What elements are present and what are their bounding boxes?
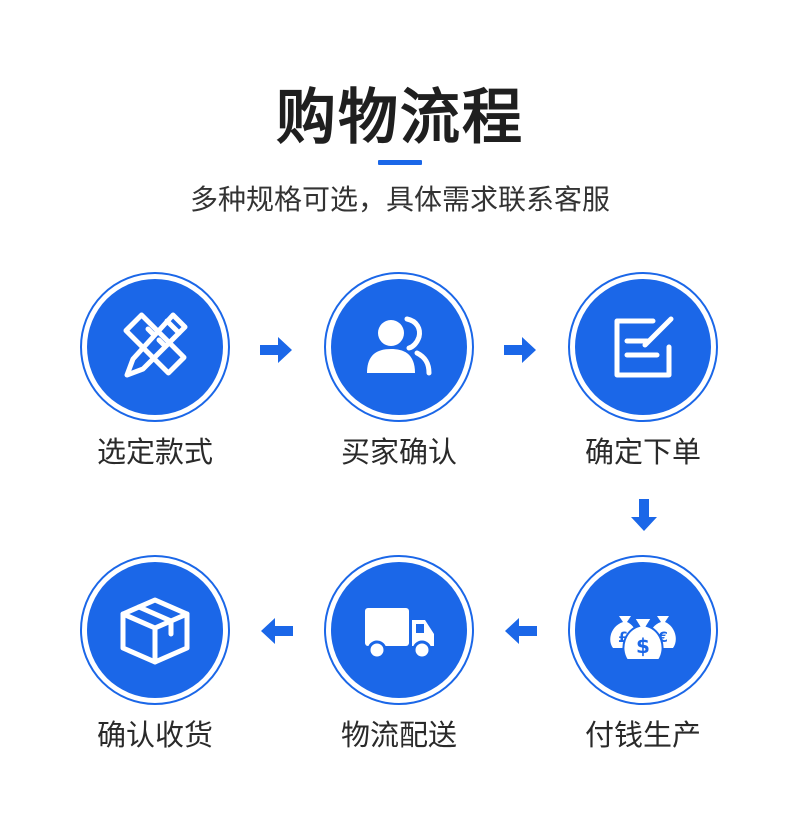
title-underline: [378, 160, 422, 165]
step-circle: [324, 555, 474, 705]
svg-text:£: £: [618, 630, 628, 646]
money-bags-icon: £ € $: [610, 616, 676, 661]
step-circle: £ € $: [568, 555, 718, 705]
step-label: 物流配送: [340, 718, 457, 752]
arrow-down-icon: [631, 499, 657, 531]
step-circle: [324, 272, 474, 422]
package-box-icon: [120, 597, 190, 665]
step-select-style: 选定款式: [35, 272, 275, 502]
edit-note-icon: [614, 316, 674, 378]
step-pay-produce: £ € $ 付钱生产: [523, 555, 763, 785]
page-subtitle: 多种规格可选，具体需求联系客服: [189, 183, 610, 216]
pencil-ruler-icon: [123, 312, 188, 378]
arrow-right-icon: [260, 337, 292, 363]
step-confirm-receipt: 确认收货: [35, 555, 275, 785]
svg-text:€: €: [657, 630, 668, 646]
svg-text:$: $: [636, 634, 650, 658]
step-label: 买家确认: [340, 435, 457, 469]
users-icon: [367, 316, 432, 376]
step-buyer-confirm: 买家确认: [279, 272, 519, 502]
step-label: 确定下单: [584, 435, 701, 469]
step-label: 确认收货: [96, 718, 213, 752]
step-place-order: 确定下单: [523, 272, 763, 502]
step-circle: [80, 272, 230, 422]
step-label: 付钱生产: [584, 718, 701, 752]
arrow-left-icon: [505, 618, 537, 644]
step-label: 选定款式: [96, 435, 213, 469]
step-circle: [80, 555, 230, 705]
arrow-left-icon: [261, 618, 293, 644]
delivery-truck-icon: [365, 608, 434, 660]
step-circle: [568, 272, 718, 422]
arrow-right-icon: [504, 337, 536, 363]
step-logistics: 物流配送: [279, 555, 519, 785]
page-title: 购物流程: [276, 83, 524, 153]
